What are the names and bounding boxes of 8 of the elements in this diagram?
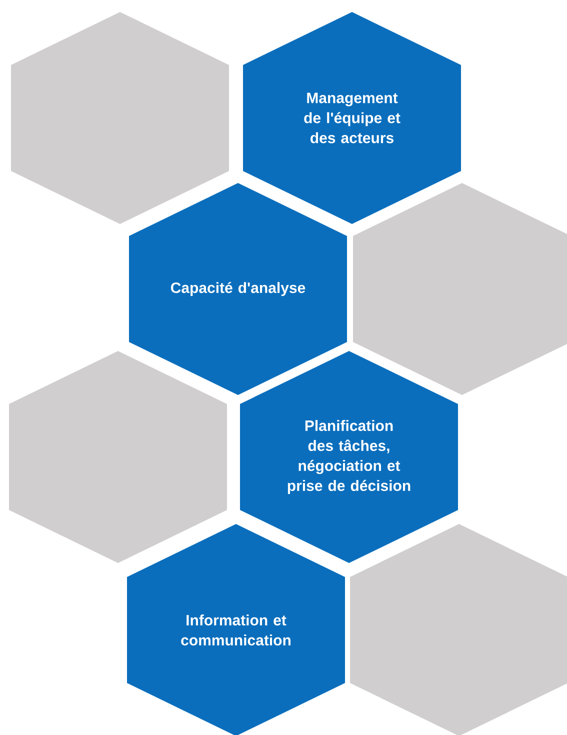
- hexagon: [11, 12, 229, 224]
- hexagon: [353, 183, 567, 395]
- hexagon-box: Capacité d'analyse: [129, 183, 347, 395]
- hexagon-box: Planification des tâches, négociation et prise de décision: [240, 351, 458, 563]
- hexagon-box: Information et communication: [127, 524, 345, 735]
- hexagon: [9, 351, 227, 563]
- hexagon-box: Management de l'équipe et des acteurs: [243, 12, 461, 224]
- hexagon: [350, 524, 567, 735]
